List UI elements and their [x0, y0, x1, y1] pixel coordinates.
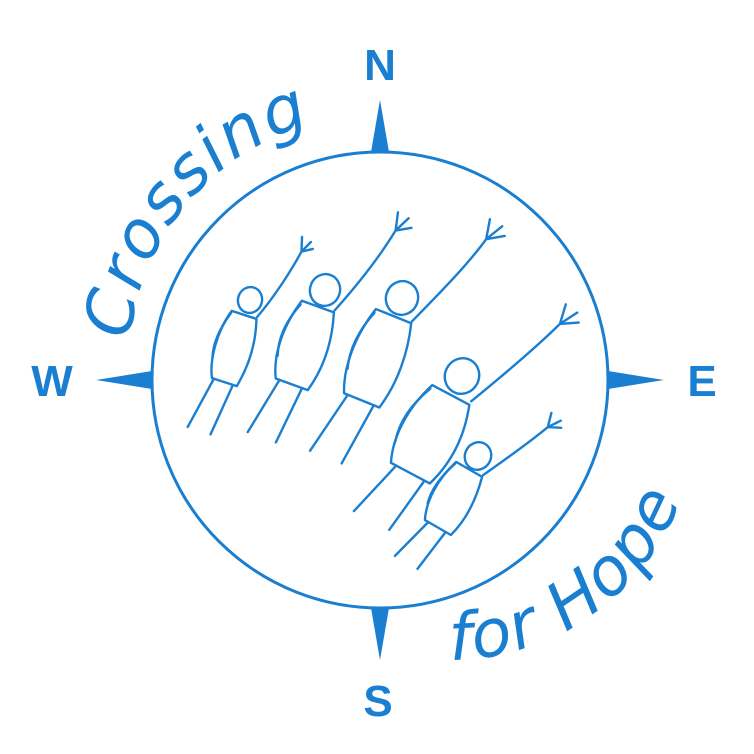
- compass-label-west: W: [31, 357, 73, 406]
- compass-point-south: [371, 608, 389, 660]
- compass-label-north: N: [364, 41, 396, 90]
- swimmer-icon: [308, 217, 506, 465]
- swimmer-icon: [186, 235, 315, 436]
- wordmark-crossing: Crossing: [69, 66, 317, 343]
- wordmark-crossing-path: Crossing: [69, 66, 315, 343]
- compass-point-north: [371, 100, 389, 152]
- compass-label-east: E: [687, 357, 716, 406]
- compass-point-east: [608, 371, 664, 389]
- compass-point-west: [96, 371, 152, 389]
- swimmer-icon: [352, 303, 580, 532]
- compass-rose-icon: [96, 100, 664, 660]
- swimmer-icon: [393, 411, 563, 571]
- swimmers-illustration: [186, 211, 580, 571]
- swimmer-icon: [246, 211, 413, 444]
- compass-label-south: S: [363, 677, 392, 726]
